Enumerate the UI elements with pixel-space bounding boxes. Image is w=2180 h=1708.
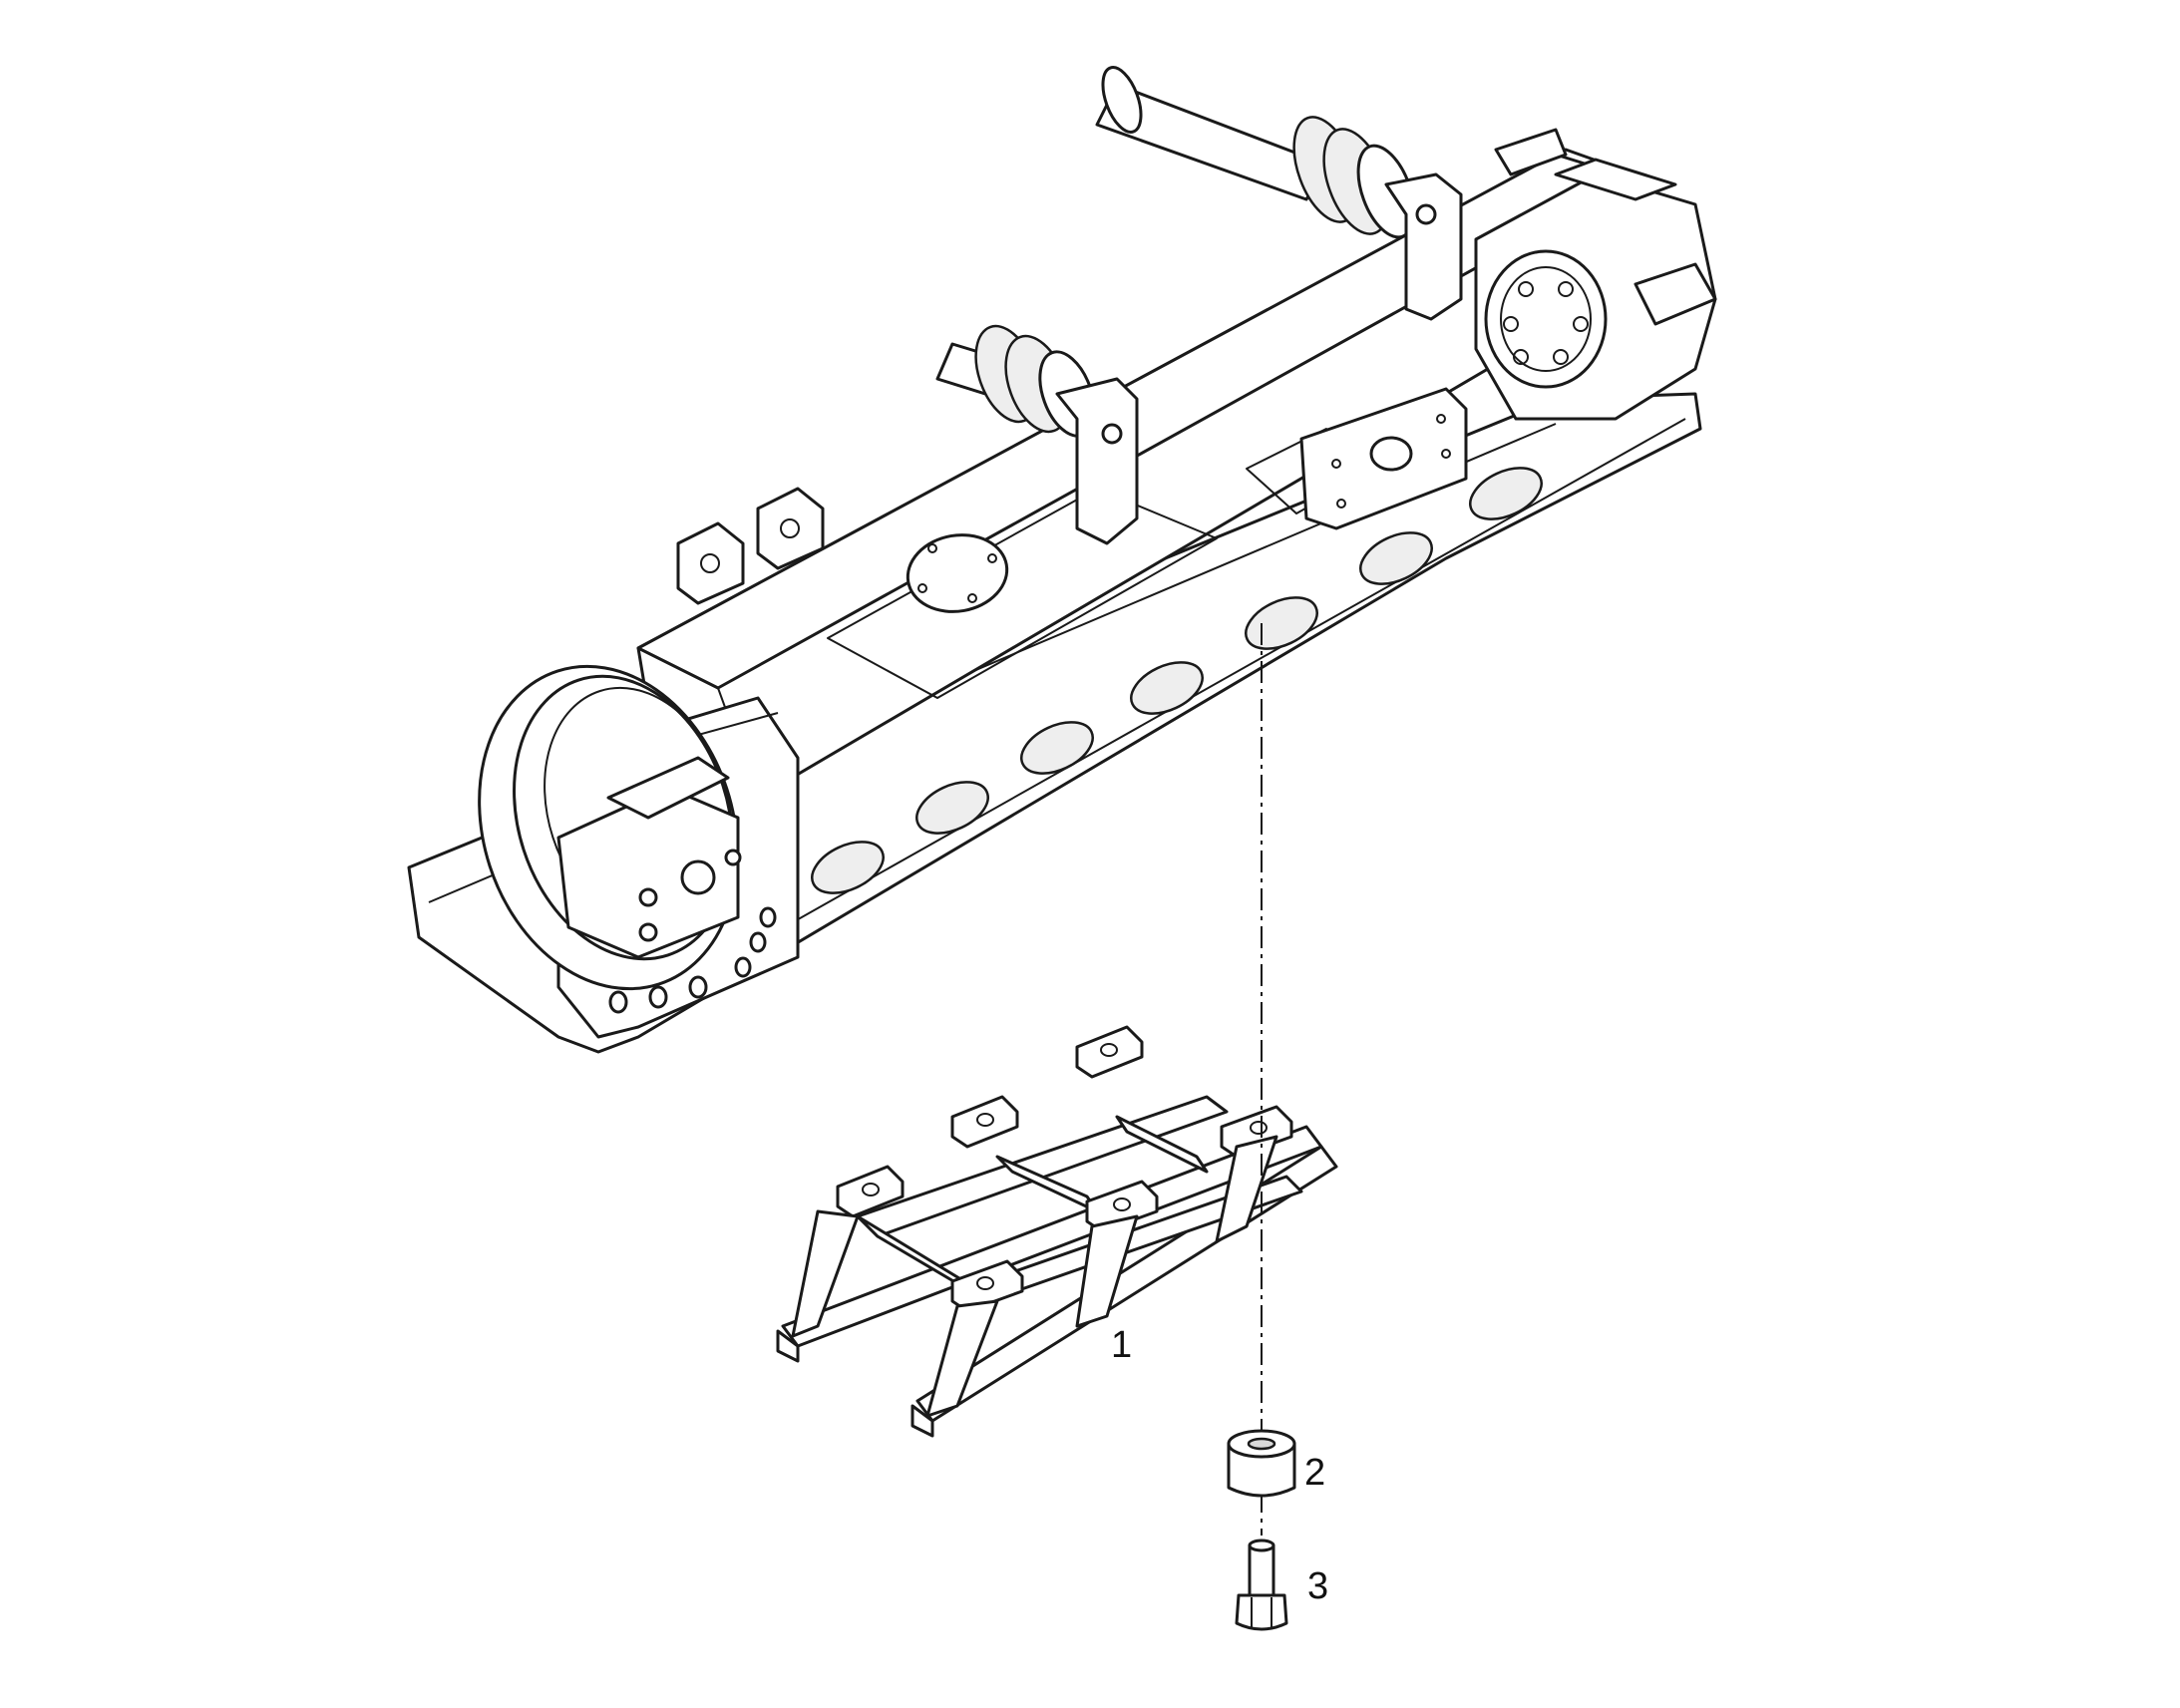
callout-part-2: 2 — [1304, 1452, 1326, 1494]
part-3-bolt — [1235, 1538, 1288, 1631]
callout-part-1: 1 — [1111, 1324, 1133, 1366]
track-rollers — [811, 467, 1543, 894]
track-frame-assembly — [407, 66, 1717, 1054]
part-2-spacer-bushing — [1227, 1429, 1296, 1498]
carrier-roller-right — [1095, 66, 1463, 321]
callout-part-3: 3 — [1307, 1565, 1329, 1607]
part-1-roller-guard — [776, 1025, 1338, 1438]
carrier-roller-left — [935, 324, 1139, 545]
